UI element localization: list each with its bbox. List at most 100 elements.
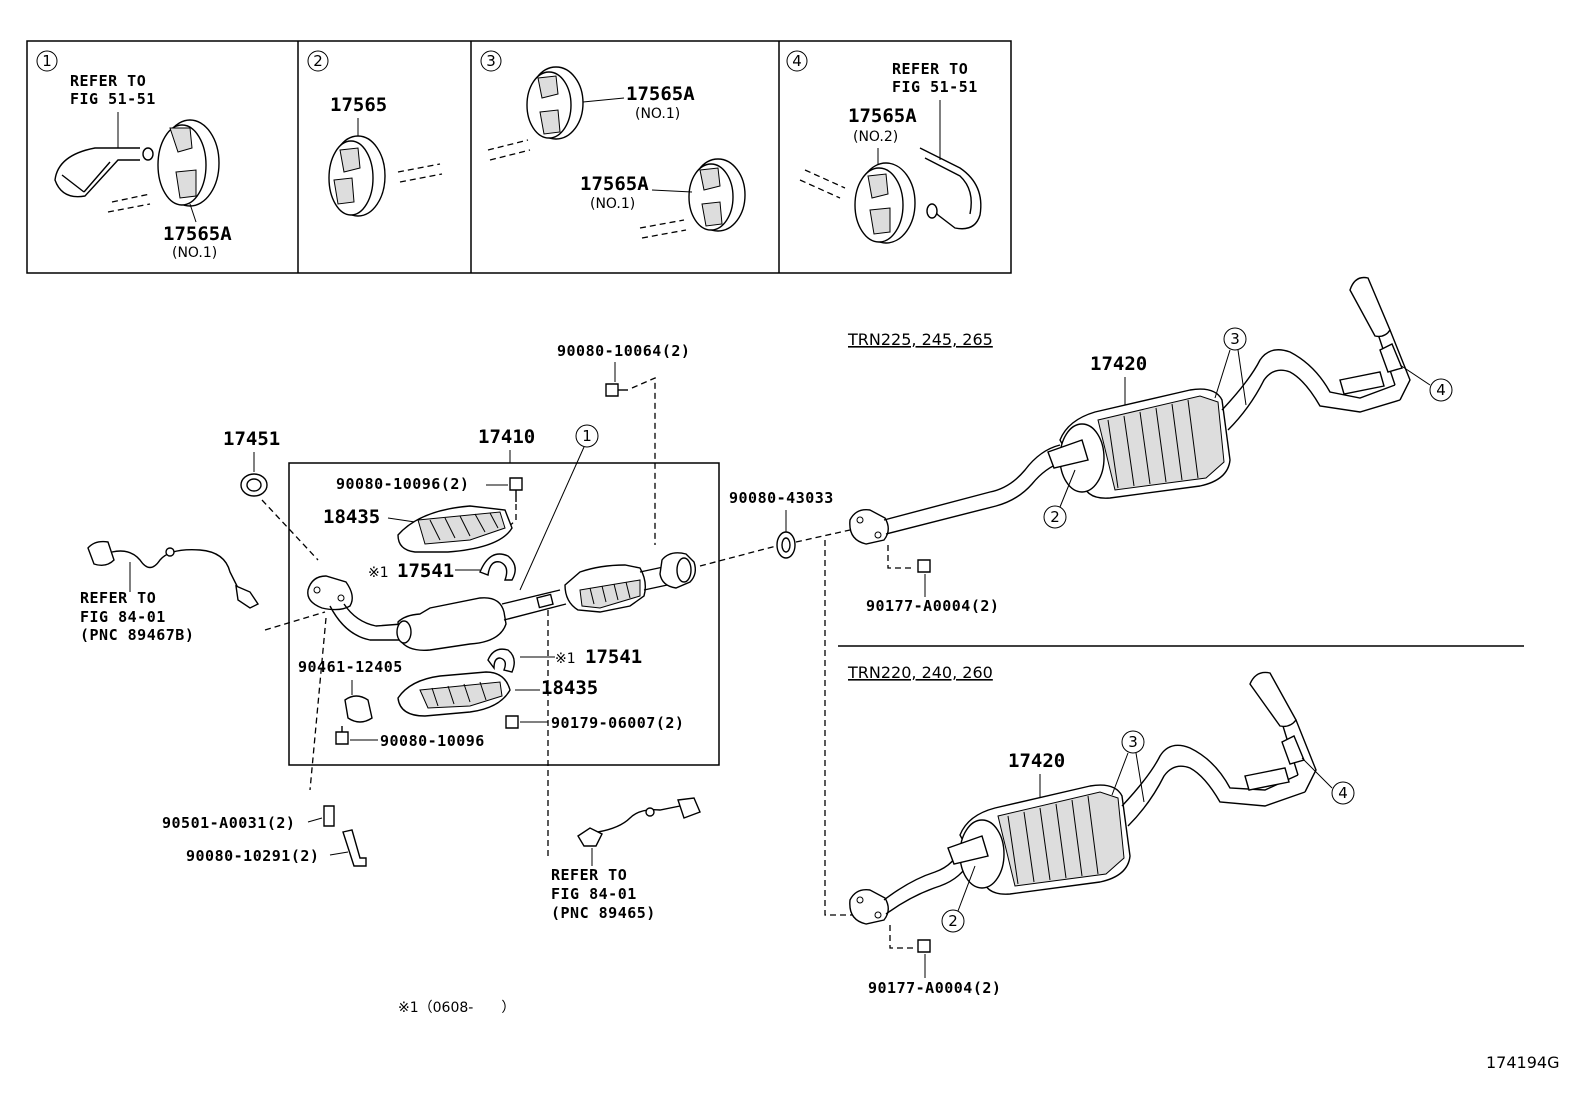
- heat-insulator-icon: [397, 671, 511, 717]
- front-pipe-assembly: 90080-10064(2) 17451 17410 1 90080-10096…: [223, 342, 781, 860]
- stud-icon: [323, 805, 335, 827]
- callout-1-icon: [575, 424, 599, 448]
- part-label-90080-10064: 90080-10064(2): [557, 342, 690, 360]
- callout-2-top-icon: [1043, 505, 1067, 529]
- bolt-icon: [335, 731, 349, 745]
- pipe-bracket-icon: [1339, 371, 1385, 395]
- callout-3-top: 3: [1230, 330, 1240, 348]
- panel-number: 4: [792, 52, 802, 70]
- heat-insulator-icon: [397, 505, 513, 553]
- clamp-icon: [344, 695, 373, 723]
- part-number-a: 17565A: [626, 83, 695, 105]
- connector-icon: [87, 540, 115, 567]
- clamp-bracket-icon: [479, 553, 516, 581]
- nut-icon: [917, 939, 931, 953]
- note-mark-bottom: ※1: [555, 651, 576, 667]
- gasket-icon: [240, 473, 268, 497]
- front-exhaust-pipe-icon: [307, 552, 697, 651]
- refer-line-2: FIG 51-51: [892, 78, 978, 96]
- refer-left-line-3: (PNC 89467B): [80, 626, 194, 644]
- part-label-90080-10096-2: 90080-10096(2): [336, 475, 469, 493]
- panel-number: 1: [42, 52, 52, 70]
- rubber-hanger-icon: [854, 162, 916, 244]
- part-number: 17565A: [163, 223, 232, 245]
- part-sub-a: (NO.1): [635, 106, 680, 122]
- callout-4-bottom-icon: [1331, 781, 1355, 805]
- callout-3-bottom-icon: [1121, 730, 1145, 754]
- hanger-bracket-icon: [1281, 735, 1305, 765]
- part-label-18435-bottom: 18435: [541, 677, 598, 699]
- part-sub: (NO.1): [172, 245, 217, 261]
- rubber-hanger-icon: [157, 119, 220, 207]
- refer-left-line-1: REFER TO: [80, 589, 156, 607]
- refer-left-line-2: FIG 84-01: [80, 608, 166, 626]
- callout-2-bottom: 2: [948, 912, 958, 930]
- part-label-17451: 17451: [223, 428, 280, 450]
- part-label-90501-A0031: 90501-A0031(2): [162, 814, 295, 832]
- muffler-assembly-top: TRN225, 245, 265 17420 3 2 4: [847, 276, 1453, 615]
- tail-pipe-icon: [1349, 276, 1391, 338]
- panel-number: 3: [486, 52, 496, 70]
- hanger-bracket-icon: [54, 147, 140, 198]
- refer-bottom-line-1: REFER TO: [551, 866, 627, 884]
- assembly-box-17410: [288, 462, 720, 766]
- gasket-90080-43033: 90080-43033: [729, 489, 855, 916]
- clamp-bracket-icon: [487, 648, 515, 673]
- callout-circle-icon: [480, 50, 502, 72]
- bolt-icon: [509, 477, 523, 491]
- part-label-18435-top: 18435: [323, 506, 380, 528]
- stud-hardware: 90501-A0031(2) 90080-10291(2): [162, 805, 367, 867]
- callout-circle-icon: [36, 50, 58, 72]
- refer-bottom-line-2: FIG 84-01: [551, 885, 637, 903]
- refer-line-1: REFER TO: [70, 72, 146, 90]
- refer-line-2: FIG 51-51: [70, 90, 156, 108]
- panel-number: 2: [313, 52, 323, 70]
- callout-4-top-icon: [1429, 378, 1453, 402]
- callout-circle-icon: [307, 50, 329, 72]
- callout-circle-icon: [786, 50, 808, 72]
- part-label-17410: 17410: [478, 426, 535, 448]
- part-label-17541-top: 17541: [397, 560, 454, 582]
- connector-icon: [677, 797, 701, 819]
- callout-1: 1: [582, 427, 592, 445]
- note-mark-top: ※1: [368, 565, 389, 581]
- part-label-17420-bottom: 17420: [1008, 750, 1065, 772]
- oxygen-sensor-left: REFER TO FIG 84-01 (PNC 89467B): [80, 540, 327, 791]
- part-label-90080-10291: 90080-10291(2): [186, 847, 319, 865]
- part-sub-b: (NO.1): [590, 196, 635, 212]
- model-label-bottom: TRN220, 240, 260: [847, 663, 993, 682]
- callout-4-top: 4: [1436, 381, 1446, 399]
- refer-line-1: REFER TO: [892, 60, 968, 78]
- nut-icon: [917, 559, 931, 573]
- hanger-bracket-icon: [1379, 343, 1403, 373]
- part-number: 17565: [330, 94, 387, 116]
- sensor-icon: [235, 584, 260, 609]
- part-label-17541-bottom: 17541: [585, 646, 642, 668]
- hanger-bracket-icon: [1047, 439, 1089, 469]
- part-label-90461-12405: 90461-12405: [298, 658, 403, 676]
- callout-4-bottom: 4: [1338, 784, 1348, 802]
- tail-pipe-icon: [1249, 671, 1297, 728]
- part-number: 17565A: [848, 105, 917, 127]
- rubber-hanger-icon: [328, 135, 386, 217]
- callout-2-top: 2: [1050, 508, 1060, 526]
- refer-bottom-line-3: (PNC 89465): [551, 904, 656, 922]
- figure-id: 174194G: [1486, 1053, 1559, 1072]
- nut-icon: [505, 715, 519, 729]
- detail-panel-3: 3 17565A (NO.1) 17565A (NO.1): [480, 50, 746, 239]
- muffler-assembly-bottom: TRN220, 240, 260 17420 3 2 4 90177-A0004…: [847, 663, 1355, 997]
- model-label-top: TRN225, 245, 265: [847, 330, 993, 349]
- detail-panel-4: 4 REFER TO FIG 51-51 17565A (NO.2): [786, 50, 982, 244]
- rubber-hanger-icon: [688, 158, 746, 232]
- footnote-note: ※1（0608- ）: [398, 1000, 515, 1016]
- hanger-bracket-icon: [919, 147, 982, 230]
- rubber-hanger-icon: [526, 66, 584, 140]
- detail-panel-2: 2 17565: [307, 50, 443, 217]
- oxygen-sensor-bottom: REFER TO FIG 84-01 (PNC 89465): [551, 797, 701, 922]
- part-sub: (NO.2): [853, 129, 898, 145]
- callout-2-bottom-icon: [941, 909, 965, 933]
- part-label-90080-43033: 90080-43033: [729, 489, 834, 507]
- pipe-bracket-icon: [1244, 767, 1290, 791]
- detail-panels-frame: [26, 40, 1012, 274]
- hanger-bracket-icon: [947, 835, 989, 865]
